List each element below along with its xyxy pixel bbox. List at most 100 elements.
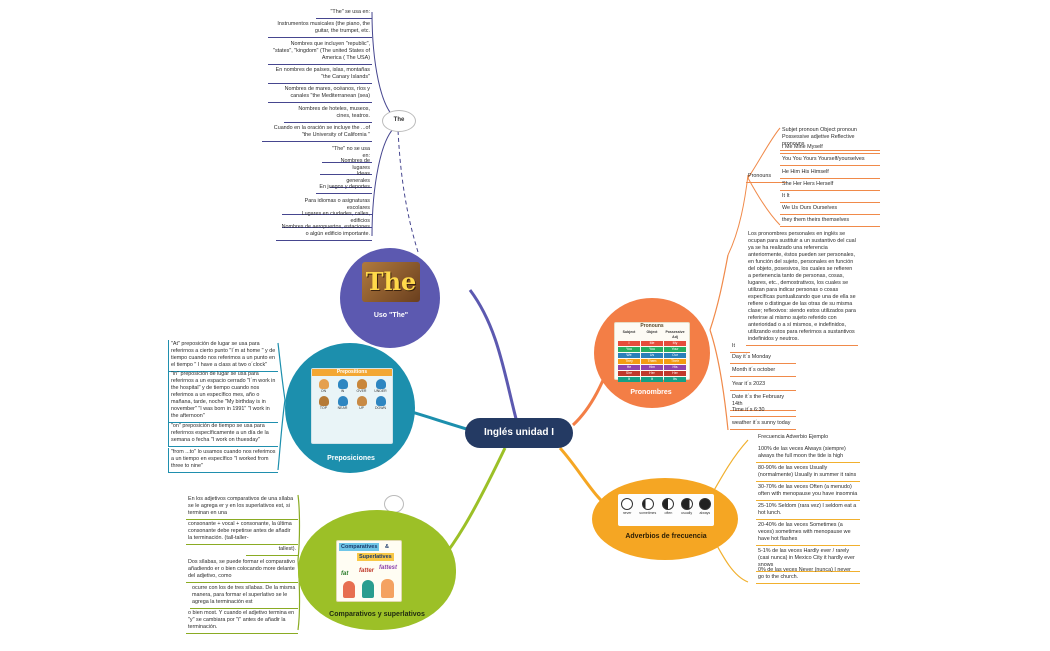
pron-image-header: Subject — [622, 330, 636, 334]
pron-row-6[interactable]: It It — [780, 192, 880, 203]
freq-item-3[interactable]: 30-70% de las veces Often (a menudo) oft… — [756, 483, 860, 501]
prep-image-cell: UP — [353, 396, 370, 411]
freq-image-label: always — [699, 511, 711, 515]
moon-icon — [680, 498, 693, 510]
freq-image-label: sometimes — [639, 511, 657, 515]
prep-image-cell: NEAR — [334, 396, 351, 411]
freq-image-item: usually — [680, 498, 693, 516]
comp-note-5[interactable]: ocurre con los de tres sílabas. De la mi… — [190, 584, 298, 609]
freq-item-7[interactable]: 0% de las veces Never (nunca) I never go… — [756, 566, 860, 584]
comp-note-6[interactable]: o bien most. Y cuando el adjetivo termin… — [186, 609, 298, 634]
the-note-5[interactable]: Nombres de mares, océanos, ríos y canale… — [268, 85, 372, 103]
moon-icon — [621, 498, 634, 510]
comp-image-word-3: Superlatives — [357, 553, 394, 561]
the-note-11[interactable]: En juegos y deportes — [316, 183, 372, 194]
pron-paragraph[interactable]: Los pronombres personales en inglés se o… — [746, 230, 858, 346]
freq-item-4[interactable]: 25-10% Seldom (rara vez) I seldom eat a … — [756, 502, 860, 520]
prep-title: Preposiciones — [327, 455, 375, 462]
pron-row-3[interactable]: You You Yours Yourself/yourselves — [780, 155, 880, 166]
freq-item-5[interactable]: 20-40% de las veces Sometimes (a veces) … — [756, 521, 860, 546]
the-note-7[interactable]: Cuando en la oración se incluye the ...o… — [262, 124, 372, 142]
comp-note-2[interactable]: consonante + vocal + consonante, la últi… — [186, 520, 298, 545]
it-item-4[interactable]: Date it´s the February 14th — [730, 393, 796, 411]
comp-note-3[interactable]: tallest). — [246, 545, 298, 556]
prep-image-cell: UNDER — [372, 379, 389, 394]
pron-image-cell: My — [664, 341, 686, 346]
it-label[interactable]: It — [730, 342, 750, 353]
pron-image-cell: Its — [664, 377, 686, 382]
prep-image-label: IN — [340, 389, 345, 393]
the-note-12[interactable]: Para idiomas o asignaturas escolares — [282, 197, 372, 215]
comp-image-word-6: fattest — [379, 565, 398, 571]
freq-image-item: often — [662, 498, 675, 516]
pron-row-7[interactable]: We Us Ours Ourselves — [780, 204, 880, 215]
pron-row-4[interactable]: He Him His Himself — [780, 168, 880, 179]
pron-row-8[interactable]: they them theirs themselves — [780, 216, 880, 227]
freq-item-2[interactable]: 80-90% de las veces Usually (normalmente… — [756, 464, 860, 482]
the-note-1[interactable]: "The" se usa en: — [316, 8, 372, 19]
prep-note-on[interactable]: "on" preposición de tiempo se usa para r… — [168, 422, 278, 447]
pron-row-1[interactable]: Subjet pronoun Object pronoun Possessive… — [780, 126, 880, 151]
freq-image-label: often — [664, 511, 673, 515]
pron-row-2[interactable]: I Me Mine Myself — [780, 143, 880, 154]
kid-figure-1 — [343, 581, 355, 598]
the-note-14[interactable]: Nombres de aeropuertos, estaciones o alg… — [276, 223, 372, 241]
pron-image-cell: Them — [641, 359, 663, 364]
comp-image-word-1: Comparatives — [339, 543, 380, 551]
the-note-10[interactable]: Ideas generales — [330, 170, 372, 188]
pron-row-5[interactable]: She Her Hers Herself — [780, 180, 880, 191]
the-note-6[interactable]: Nombres de hoteles, museos, cines, teatr… — [284, 105, 372, 123]
pron-image-cell: I — [618, 341, 640, 346]
pron-image-cell: We — [618, 353, 640, 358]
comp-image: Comparatives & Superlatives fat fatter f… — [336, 540, 402, 602]
the-bubble[interactable] — [382, 110, 416, 132]
pronouns-label[interactable]: Pronouns — [746, 172, 786, 183]
freq-image-item: always — [698, 498, 711, 516]
prep-note-at[interactable]: "At" preposición de lugar se usa para re… — [168, 340, 278, 372]
pron-image-cell: Our — [664, 353, 686, 358]
the-note-2[interactable]: Instrumentos musicales (the piano, the g… — [268, 20, 372, 38]
freq-title: Adverbios de frecuencia — [625, 533, 707, 540]
owl-icon — [356, 396, 367, 406]
it-item-6[interactable]: weather it´s sunny today — [730, 419, 796, 430]
owl-icon — [318, 396, 329, 406]
prep-image-label: UNDER — [374, 389, 387, 393]
the-note-3[interactable]: Nombres que incluyen "republic", "states… — [268, 40, 372, 65]
freq-item-1[interactable]: 100% de las veces Always (siempre) alway… — [756, 445, 860, 463]
the-note-13[interactable]: Lugares en ciudades, calles, edificios — [282, 210, 372, 228]
pron-image-cell: Him — [641, 365, 663, 370]
prep-image-label: UP — [359, 406, 364, 410]
pron-title: Pronombres — [630, 389, 672, 396]
freq-header[interactable]: Frecuencia Adverbio Ejemplo — [758, 434, 829, 440]
comp-image-word-5: fatter — [359, 568, 375, 574]
freq-image-label: usually — [681, 511, 693, 515]
it-item-2[interactable]: Month it´s october — [730, 366, 796, 377]
comp-note-4[interactable]: Dos sílabas, se puede formar el comparat… — [186, 558, 298, 583]
pron-image-cell: You — [641, 347, 663, 352]
center-node[interactable]: Inglés unidad I — [465, 418, 573, 448]
it-item-5[interactable]: Time it´s 6:30 — [730, 406, 796, 417]
comp-title: Comparativos y superlativos — [329, 611, 425, 618]
the-note-8[interactable]: "The" no se usa en: — [322, 145, 372, 163]
freq-image-item: sometimes — [639, 498, 656, 516]
it-item-3[interactable]: Year it´s 2023 — [730, 380, 796, 391]
comp-note-1[interactable]: En los adjetivos comparativos de una síl… — [186, 495, 298, 520]
owl-icon — [375, 396, 386, 406]
the-note-4[interactable]: En nombres de países, islas, montañas "t… — [268, 66, 372, 84]
it-item-1[interactable]: Day it´s Monday — [730, 353, 796, 364]
pron-image-header: Object — [646, 330, 658, 334]
pron-image-cell: Their — [664, 359, 686, 364]
the-note-9[interactable]: Nombres de lugares — [320, 157, 372, 175]
freq-item-6[interactable]: 5-1% de las veces Hardly ever / rarely (… — [756, 547, 860, 572]
prep-note-from[interactable]: "from ...to" lo usamos cuando nos referi… — [168, 448, 278, 473]
kid-figure-2 — [362, 580, 374, 598]
pron-image-cell: He — [618, 365, 640, 370]
pron-image-cell: Your — [664, 347, 686, 352]
prep-note-in[interactable]: "in" preposición de lugar se usa para re… — [168, 370, 278, 423]
comp-image-word-2: & — [385, 544, 389, 550]
prep-image-label: TOP — [319, 406, 328, 410]
